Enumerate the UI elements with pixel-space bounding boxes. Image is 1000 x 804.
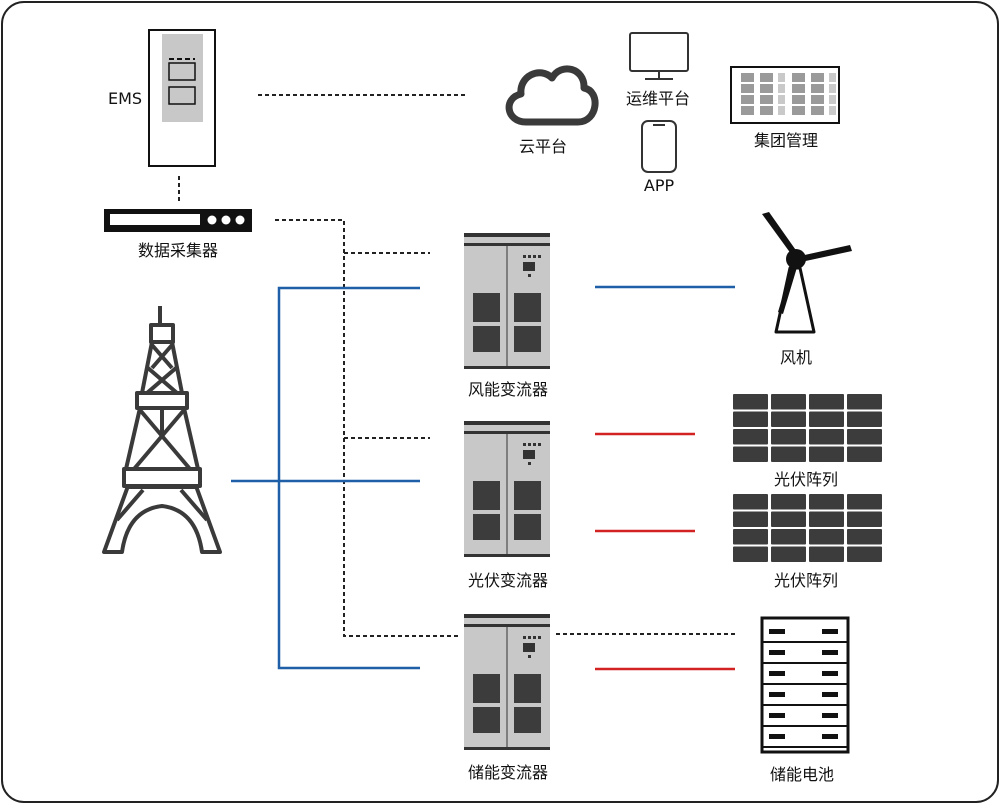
data-collector-label: 数据采集器 (137, 241, 219, 260)
ops-platform-label: 运维平台 (625, 89, 691, 108)
pv-array-label: 光伏阵列 (773, 470, 839, 489)
building-grid-icon (730, 66, 840, 124)
pv-array-label: 光伏阵列 (773, 571, 839, 590)
data-collector-icon (104, 209, 252, 232)
wind-converter-cabinet (463, 232, 551, 370)
communication-lines (178, 94, 736, 637)
solar-panel-icon (733, 494, 882, 564)
ac-bus-lines (231, 285, 735, 670)
wind-converter-label: 风能变流器 (467, 380, 549, 399)
app-label: APP (643, 176, 675, 195)
storage-converter-cabinet (463, 613, 551, 751)
ems-label: EMS (108, 89, 143, 108)
pv-converter-label: 光伏变流器 (467, 571, 549, 590)
storage-converter-label: 储能变流器 (467, 763, 549, 782)
ems-cabinet-icon (148, 29, 216, 167)
wind-turbine-icon (762, 212, 852, 334)
smartphone-icon (641, 120, 677, 173)
wind-turbine-label: 风机 (779, 348, 813, 367)
transmission-tower-icon (102, 306, 222, 554)
cloud-icon (505, 65, 599, 126)
group-management-label: 集团管理 (753, 131, 819, 150)
cloud-platform-label: 云平台 (518, 137, 568, 156)
battery-label: 储能电池 (769, 765, 835, 784)
pv-converter-cabinet (463, 420, 551, 558)
solar-panel-icon (733, 394, 882, 464)
dc-lines (595, 432, 735, 671)
battery-rack-icon (760, 616, 850, 754)
monitor-icon (629, 32, 689, 80)
